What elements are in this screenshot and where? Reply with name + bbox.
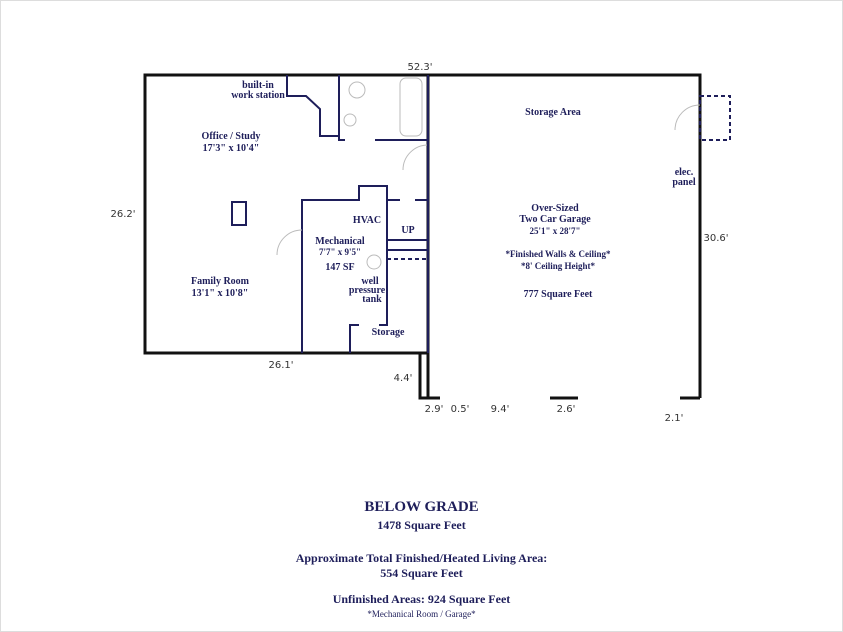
toilet-icon — [348, 81, 366, 99]
unfinished-note: *Mechanical Room / Garage* — [367, 609, 476, 619]
elec-panel-label: elec. — [675, 167, 694, 178]
garage-note: *8' Ceiling Height* — [521, 261, 595, 271]
dim-segment: 2.9' — [425, 404, 444, 415]
mechanical-label: Mechanical — [315, 236, 365, 247]
mechanical-size: 7'7" x 9'5" — [319, 247, 361, 257]
bathtub-icon — [399, 77, 423, 137]
door-swing-icon — [402, 144, 429, 171]
garage-bumpout — [699, 95, 731, 141]
summary-total: 1478 Square Feet — [377, 518, 466, 532]
garage-label: Over-Sized — [531, 203, 579, 214]
office-label: Office / Study — [202, 131, 261, 142]
mechanical-wall — [301, 185, 428, 353]
column — [231, 201, 247, 226]
elec-panel-label: panel — [672, 177, 696, 188]
finished-area-value: 554 Square Feet — [380, 566, 463, 580]
storage-area-label: Storage Area — [525, 107, 581, 118]
well-tank-label: pressure — [349, 285, 386, 296]
storage-label: Storage — [372, 327, 405, 338]
door-swing-icon — [674, 104, 701, 131]
tank-icon — [366, 254, 382, 270]
sink-icon — [343, 113, 357, 127]
well-tank-label: well — [361, 276, 378, 287]
stairs-up-label: UP — [401, 225, 414, 236]
workstation-wall — [286, 75, 339, 137]
hvac-label: HVAC — [353, 215, 381, 226]
dim-segment: 9.4' — [491, 404, 510, 415]
summary-title: BELOW GRADE — [364, 499, 479, 515]
dim-bottom-left: 26.1' — [268, 360, 293, 371]
door-swing-icon — [276, 229, 303, 256]
dim-segment: 0.5' — [451, 404, 470, 415]
dim-left: 26.2' — [110, 209, 135, 220]
dim-right: 30.6' — [703, 233, 728, 244]
garage-size: 25'1" x 28'7" — [530, 226, 581, 236]
garage-label: Two Car Garage — [519, 214, 591, 225]
unfinished-area: Unfinished Areas: 924 Square Feet — [332, 592, 511, 606]
dim-segment: 2.6' — [557, 404, 576, 415]
dim-segment: 2.1' — [665, 413, 684, 424]
well-tank-label: tank — [362, 294, 382, 305]
office-size: 17'3" x 10'4" — [203, 143, 260, 154]
mechanical-storage-wall — [349, 200, 388, 353]
builtin-label: built-in — [242, 80, 274, 91]
finished-area-label: Approximate Total Finished/Heated Living… — [295, 551, 548, 565]
garage-sf: 777 Square Feet — [524, 289, 593, 300]
family-room-size: 13'1" x 10'8" — [192, 288, 249, 299]
mechanical-sf: 147 SF — [325, 262, 354, 273]
stair-wall — [387, 239, 428, 251]
family-room-label: Family Room — [191, 276, 250, 287]
dim-top: 52.3' — [407, 62, 432, 73]
garage-outer-wall — [426, 73, 702, 398]
dim-step: 4.4' — [394, 373, 413, 384]
garage-door-jambs — [418, 353, 700, 400]
main-outer-wall — [143, 73, 430, 355]
bath-wall — [338, 75, 428, 141]
garage-note: *Finished Walls & Ceiling* — [505, 249, 611, 259]
builtin-label: work station — [231, 90, 285, 101]
